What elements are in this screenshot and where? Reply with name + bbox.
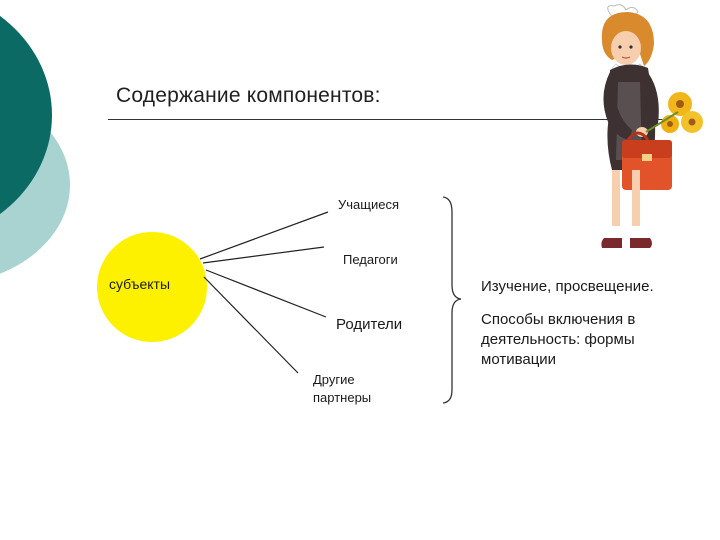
flower-3-center xyxy=(667,121,673,127)
face xyxy=(611,31,641,65)
flower-1-center xyxy=(676,100,684,108)
teal-decoration xyxy=(0,16,70,274)
leg-right xyxy=(632,170,640,230)
branch-line-1 xyxy=(199,211,329,260)
mouth xyxy=(621,56,631,59)
arm-left xyxy=(603,72,632,140)
curly-brace xyxy=(442,196,462,404)
flower-2-center xyxy=(688,118,696,126)
eye-right xyxy=(629,45,633,49)
branch-line-3 xyxy=(205,269,327,318)
note-study: Изучение, просвещение. xyxy=(481,278,654,295)
eye-left xyxy=(618,45,622,49)
arm-right xyxy=(644,70,659,132)
shoe-right xyxy=(630,238,652,248)
sock-right xyxy=(631,226,641,238)
hub-circle xyxy=(97,232,207,342)
leg-left xyxy=(612,170,620,230)
schoolgirl-illustration xyxy=(601,4,703,248)
branch-label-teachers: Педагоги xyxy=(343,252,398,267)
slide-title: Содержание компонентов: xyxy=(116,84,381,107)
school-bag xyxy=(622,131,672,190)
bag-clasp xyxy=(642,154,652,161)
sock-left xyxy=(611,226,621,238)
branch-line-4 xyxy=(203,276,299,374)
bag-handle xyxy=(626,131,650,141)
bag-flap xyxy=(622,140,672,158)
decoration-dark-circle xyxy=(0,16,52,214)
flowers xyxy=(645,92,703,133)
branch-line-2 xyxy=(202,246,325,264)
shoe-left xyxy=(601,238,622,248)
hub-label: субъекты xyxy=(109,276,171,292)
flower-stem xyxy=(645,111,679,133)
branch-label-students: Учащиеся xyxy=(338,197,399,212)
branch-label-partners: Другие партнеры xyxy=(313,372,372,405)
title-underline xyxy=(108,119,668,120)
branch-label-parents: Родители xyxy=(336,316,403,333)
note-involvement: Способы включения в деятельность: формы … xyxy=(481,311,636,368)
